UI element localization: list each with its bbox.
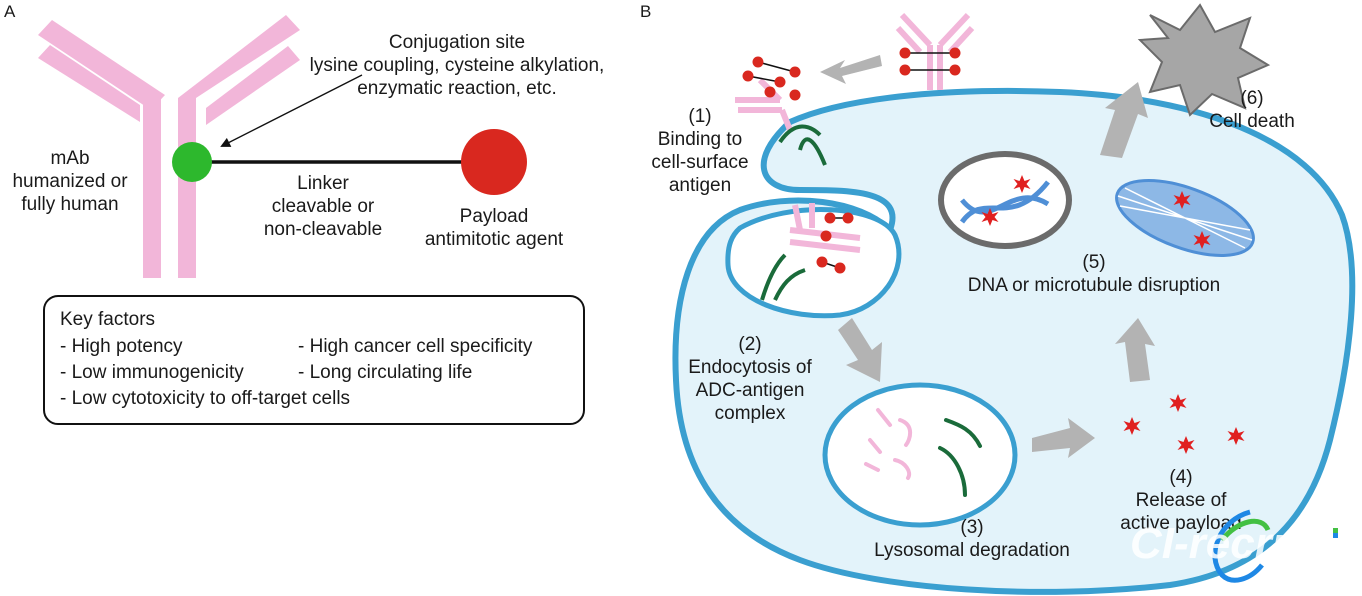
svg-text:Conjugation site: Conjugation site <box>389 32 525 53</box>
step6-label: (6) Cell death <box>1209 88 1295 132</box>
svg-text:active payload: active payload <box>1120 513 1241 534</box>
arrow-approach <box>820 55 882 84</box>
svg-text:DNA or microtubule disruption: DNA or microtubule disruption <box>968 275 1220 296</box>
key-factor-item: - Low cytotoxicity to off-target cells <box>60 388 350 409</box>
svg-text:lysine coupling, cysteine alky: lysine coupling, cysteine alkylation, <box>310 55 605 76</box>
panel-a-letter: A <box>4 2 16 21</box>
svg-text:cleavable or: cleavable or <box>272 196 375 217</box>
step3-label: (3) Lysosomal degradation <box>874 517 1070 561</box>
panel-b-letter: B <box>640 2 651 21</box>
key-factor-item: - High cancer cell specificity <box>298 336 533 357</box>
lysosome <box>822 382 1018 528</box>
svg-text:(1): (1) <box>688 106 711 127</box>
dna-strand <box>959 180 1050 224</box>
conjugation-label: Conjugation site lysine coupling, cystei… <box>310 32 605 99</box>
antibody-large <box>38 15 300 278</box>
degraded-fragments <box>864 408 913 480</box>
watermark-logo: CI-recru <box>1130 509 1338 583</box>
svg-text:Binding to: Binding to <box>658 129 743 150</box>
svg-text:(6): (6) <box>1240 88 1263 109</box>
mab-label: mAb humanized or fully human <box>12 148 128 215</box>
conjugation-pointer <box>220 74 363 147</box>
adc-endocytosed <box>760 203 861 301</box>
svg-text:mAb: mAb <box>50 148 89 169</box>
svg-text:cell-surface: cell-surface <box>651 152 748 173</box>
svg-text:complex: complex <box>715 403 786 424</box>
key-factor-item: - Long circulating life <box>298 362 472 383</box>
svg-text:CI-recru: CI-recru <box>1130 519 1299 568</box>
svg-text:(4): (4) <box>1169 467 1192 488</box>
svg-text:ADC-antigen: ADC-antigen <box>696 380 805 401</box>
arrow-to-disruption <box>1115 318 1155 382</box>
svg-text:Cell death: Cell death <box>1209 111 1295 132</box>
svg-text:(5): (5) <box>1082 252 1105 273</box>
step2-label: (2) Endocytosis of ADC-antigen complex <box>688 334 812 424</box>
key-factors-title: Key factors <box>60 309 155 330</box>
key-factor-item: - High potency <box>60 336 183 357</box>
svg-text:(2): (2) <box>738 334 761 355</box>
svg-text:(3): (3) <box>960 517 983 538</box>
step5-label: (5) DNA or microtubule disruption <box>968 252 1220 296</box>
step1-label: (1) Binding to cell-surface antigen <box>651 106 748 196</box>
svg-text:Endocytosis of: Endocytosis of <box>688 357 812 378</box>
payload-label: Payload antimitotic agent <box>425 206 564 250</box>
svg-text:Payload: Payload <box>460 206 529 227</box>
nucleus <box>938 151 1072 249</box>
svg-text:enzymatic reaction, etc.: enzymatic reaction, etc. <box>357 78 557 99</box>
arrow-to-death <box>1100 82 1148 158</box>
key-factors-box <box>43 295 585 425</box>
dead-cell <box>1137 3 1271 117</box>
linker-label: Linker cleavable or non-cleavable <box>264 173 382 240</box>
degraded-antigen <box>938 418 982 497</box>
svg-text:Lysosomal degradation: Lysosomal degradation <box>874 540 1070 561</box>
step4-label: (4) Release of active payload <box>1120 467 1241 534</box>
adc-binding <box>735 56 827 166</box>
payload-large <box>461 129 527 195</box>
conjugation-site <box>172 142 212 182</box>
svg-text:antigen: antigen <box>669 175 731 196</box>
svg-text:non-cleavable: non-cleavable <box>264 219 382 240</box>
svg-text:humanized or: humanized or <box>12 171 128 192</box>
process-arrows <box>820 55 1155 458</box>
microtubule-spindle <box>1115 179 1255 257</box>
key-factor-item: - Low immunogenicity <box>60 362 244 383</box>
svg-text:fully human: fully human <box>21 194 118 215</box>
arrow-to-lysosome <box>838 318 882 382</box>
svg-text:Release of: Release of <box>1136 490 1228 511</box>
arrow-to-release <box>1032 418 1095 458</box>
svg-text:Linker: Linker <box>297 173 349 194</box>
adc-free <box>895 12 975 90</box>
svg-text:antimitotic agent: antimitotic agent <box>425 229 564 250</box>
